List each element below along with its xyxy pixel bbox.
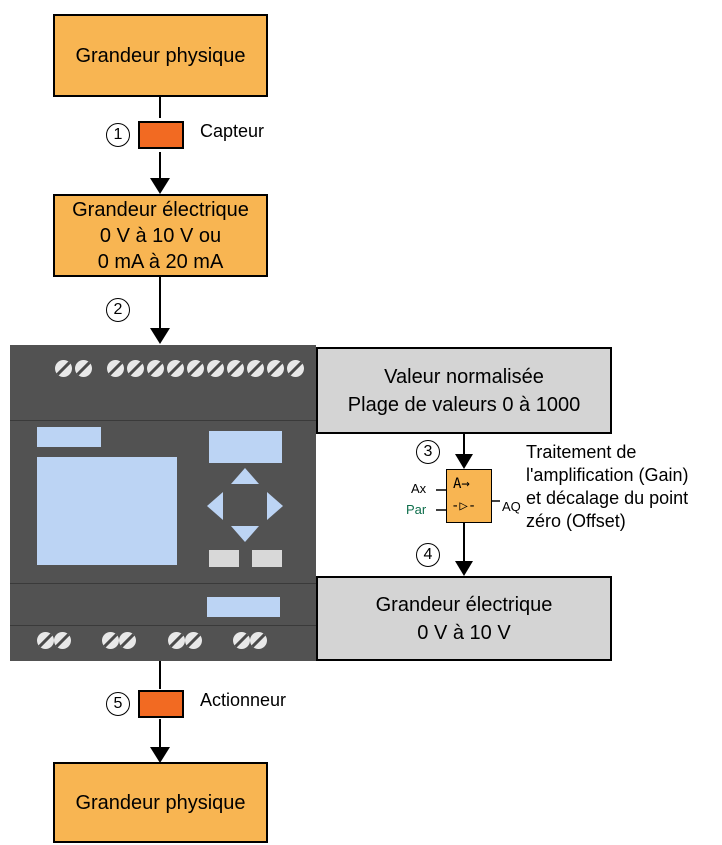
arrowhead-4 bbox=[455, 561, 473, 576]
step-3-badge: 3 bbox=[416, 440, 440, 464]
physical-quantity-output-label: Grandeur physique bbox=[75, 791, 246, 814]
input-ax-label: Ax bbox=[411, 481, 427, 496]
normalized-value-box: Valeur normalisée Plage de valeurs 0 à 1… bbox=[316, 347, 612, 434]
esc-button[interactable] bbox=[209, 550, 239, 567]
arrowhead-2 bbox=[150, 328, 170, 344]
step-1-badge: 1 bbox=[106, 123, 130, 147]
input-par-label: Par bbox=[406, 502, 427, 517]
lcd-display bbox=[37, 457, 177, 565]
arrow-left-button[interactable] bbox=[207, 492, 223, 520]
terminal-screw bbox=[250, 632, 267, 649]
terminal-screw bbox=[233, 632, 250, 649]
step-4-badge: 4 bbox=[416, 543, 440, 567]
arrowhead-1 bbox=[150, 178, 170, 194]
bottom-label-panel bbox=[207, 597, 280, 617]
terminal-screw bbox=[267, 360, 284, 377]
processing-line2: l'amplification (Gain) bbox=[526, 465, 689, 485]
electrical-output-line1: Grandeur électrique bbox=[375, 593, 553, 616]
step-5-badge: 5 bbox=[106, 692, 130, 716]
terminal-screw bbox=[247, 360, 264, 377]
status-label-panel bbox=[37, 427, 101, 447]
terminal-screw bbox=[102, 632, 119, 649]
arrow-down-button[interactable] bbox=[231, 526, 259, 542]
output-aq-label: AQ bbox=[502, 499, 521, 514]
normalized-value-line1: Valeur normalisée bbox=[384, 365, 544, 388]
electrical-input-line3: 0 mA à 20 mA bbox=[97, 250, 224, 273]
physical-quantity-label: Grandeur physique bbox=[75, 44, 246, 67]
processing-line4: zéro (Offset) bbox=[526, 511, 626, 531]
sensor-label: Capteur bbox=[200, 121, 265, 141]
terminal-screw bbox=[185, 632, 202, 649]
terminal-screw bbox=[207, 360, 224, 377]
physical-quantity-box: Grandeur physique bbox=[53, 14, 268, 97]
terminal-screw bbox=[107, 360, 124, 377]
ok-button[interactable] bbox=[252, 550, 282, 567]
step-2-badge: 2 bbox=[106, 298, 130, 322]
analog-amplifier-block: A→ -▷- bbox=[446, 469, 492, 523]
plc-device bbox=[10, 345, 316, 661]
terminal-screw bbox=[37, 632, 54, 649]
amplifier-symbol-1: A→ bbox=[453, 476, 470, 492]
terminal-screw bbox=[287, 360, 304, 377]
electrical-output-box: Grandeur électrique 0 V à 10 V bbox=[316, 576, 612, 661]
arrowhead-3 bbox=[455, 454, 473, 469]
normalized-value-line2: Plage de valeurs 0 à 1000 bbox=[347, 393, 581, 416]
top-label-panel bbox=[209, 431, 282, 463]
actuator-label: Actionneur bbox=[200, 690, 287, 710]
arrow-right-button[interactable] bbox=[267, 492, 283, 520]
terminal-screw bbox=[119, 632, 136, 649]
sensor-block bbox=[138, 121, 184, 149]
amplifier-symbol-2: -▷- bbox=[451, 498, 477, 514]
electrical-input-line1: Grandeur électrique bbox=[72, 198, 249, 221]
terminal-screw bbox=[75, 360, 92, 377]
actuator-block bbox=[138, 690, 184, 718]
terminal-screw bbox=[55, 360, 72, 377]
arrowhead-5 bbox=[150, 747, 170, 763]
electrical-output-line2: 0 V à 10 V bbox=[417, 621, 511, 644]
terminal-screw bbox=[167, 360, 184, 377]
terminal-screw bbox=[168, 632, 185, 649]
physical-quantity-output-box: Grandeur physique bbox=[53, 762, 268, 843]
processing-line3: et décalage du point bbox=[526, 488, 689, 508]
terminal-screw bbox=[127, 360, 144, 377]
terminal-screw bbox=[227, 360, 244, 377]
electrical-input-box: Grandeur électrique 0 V à 10 V ou 0 mA à… bbox=[53, 194, 268, 277]
terminal-screw bbox=[54, 632, 71, 649]
terminal-screw bbox=[187, 360, 204, 377]
processing-line1: Traitement de bbox=[526, 442, 637, 462]
terminal-screw bbox=[147, 360, 164, 377]
electrical-input-line2: 0 V à 10 V ou bbox=[99, 224, 222, 247]
arrow-up-button[interactable] bbox=[231, 468, 259, 484]
